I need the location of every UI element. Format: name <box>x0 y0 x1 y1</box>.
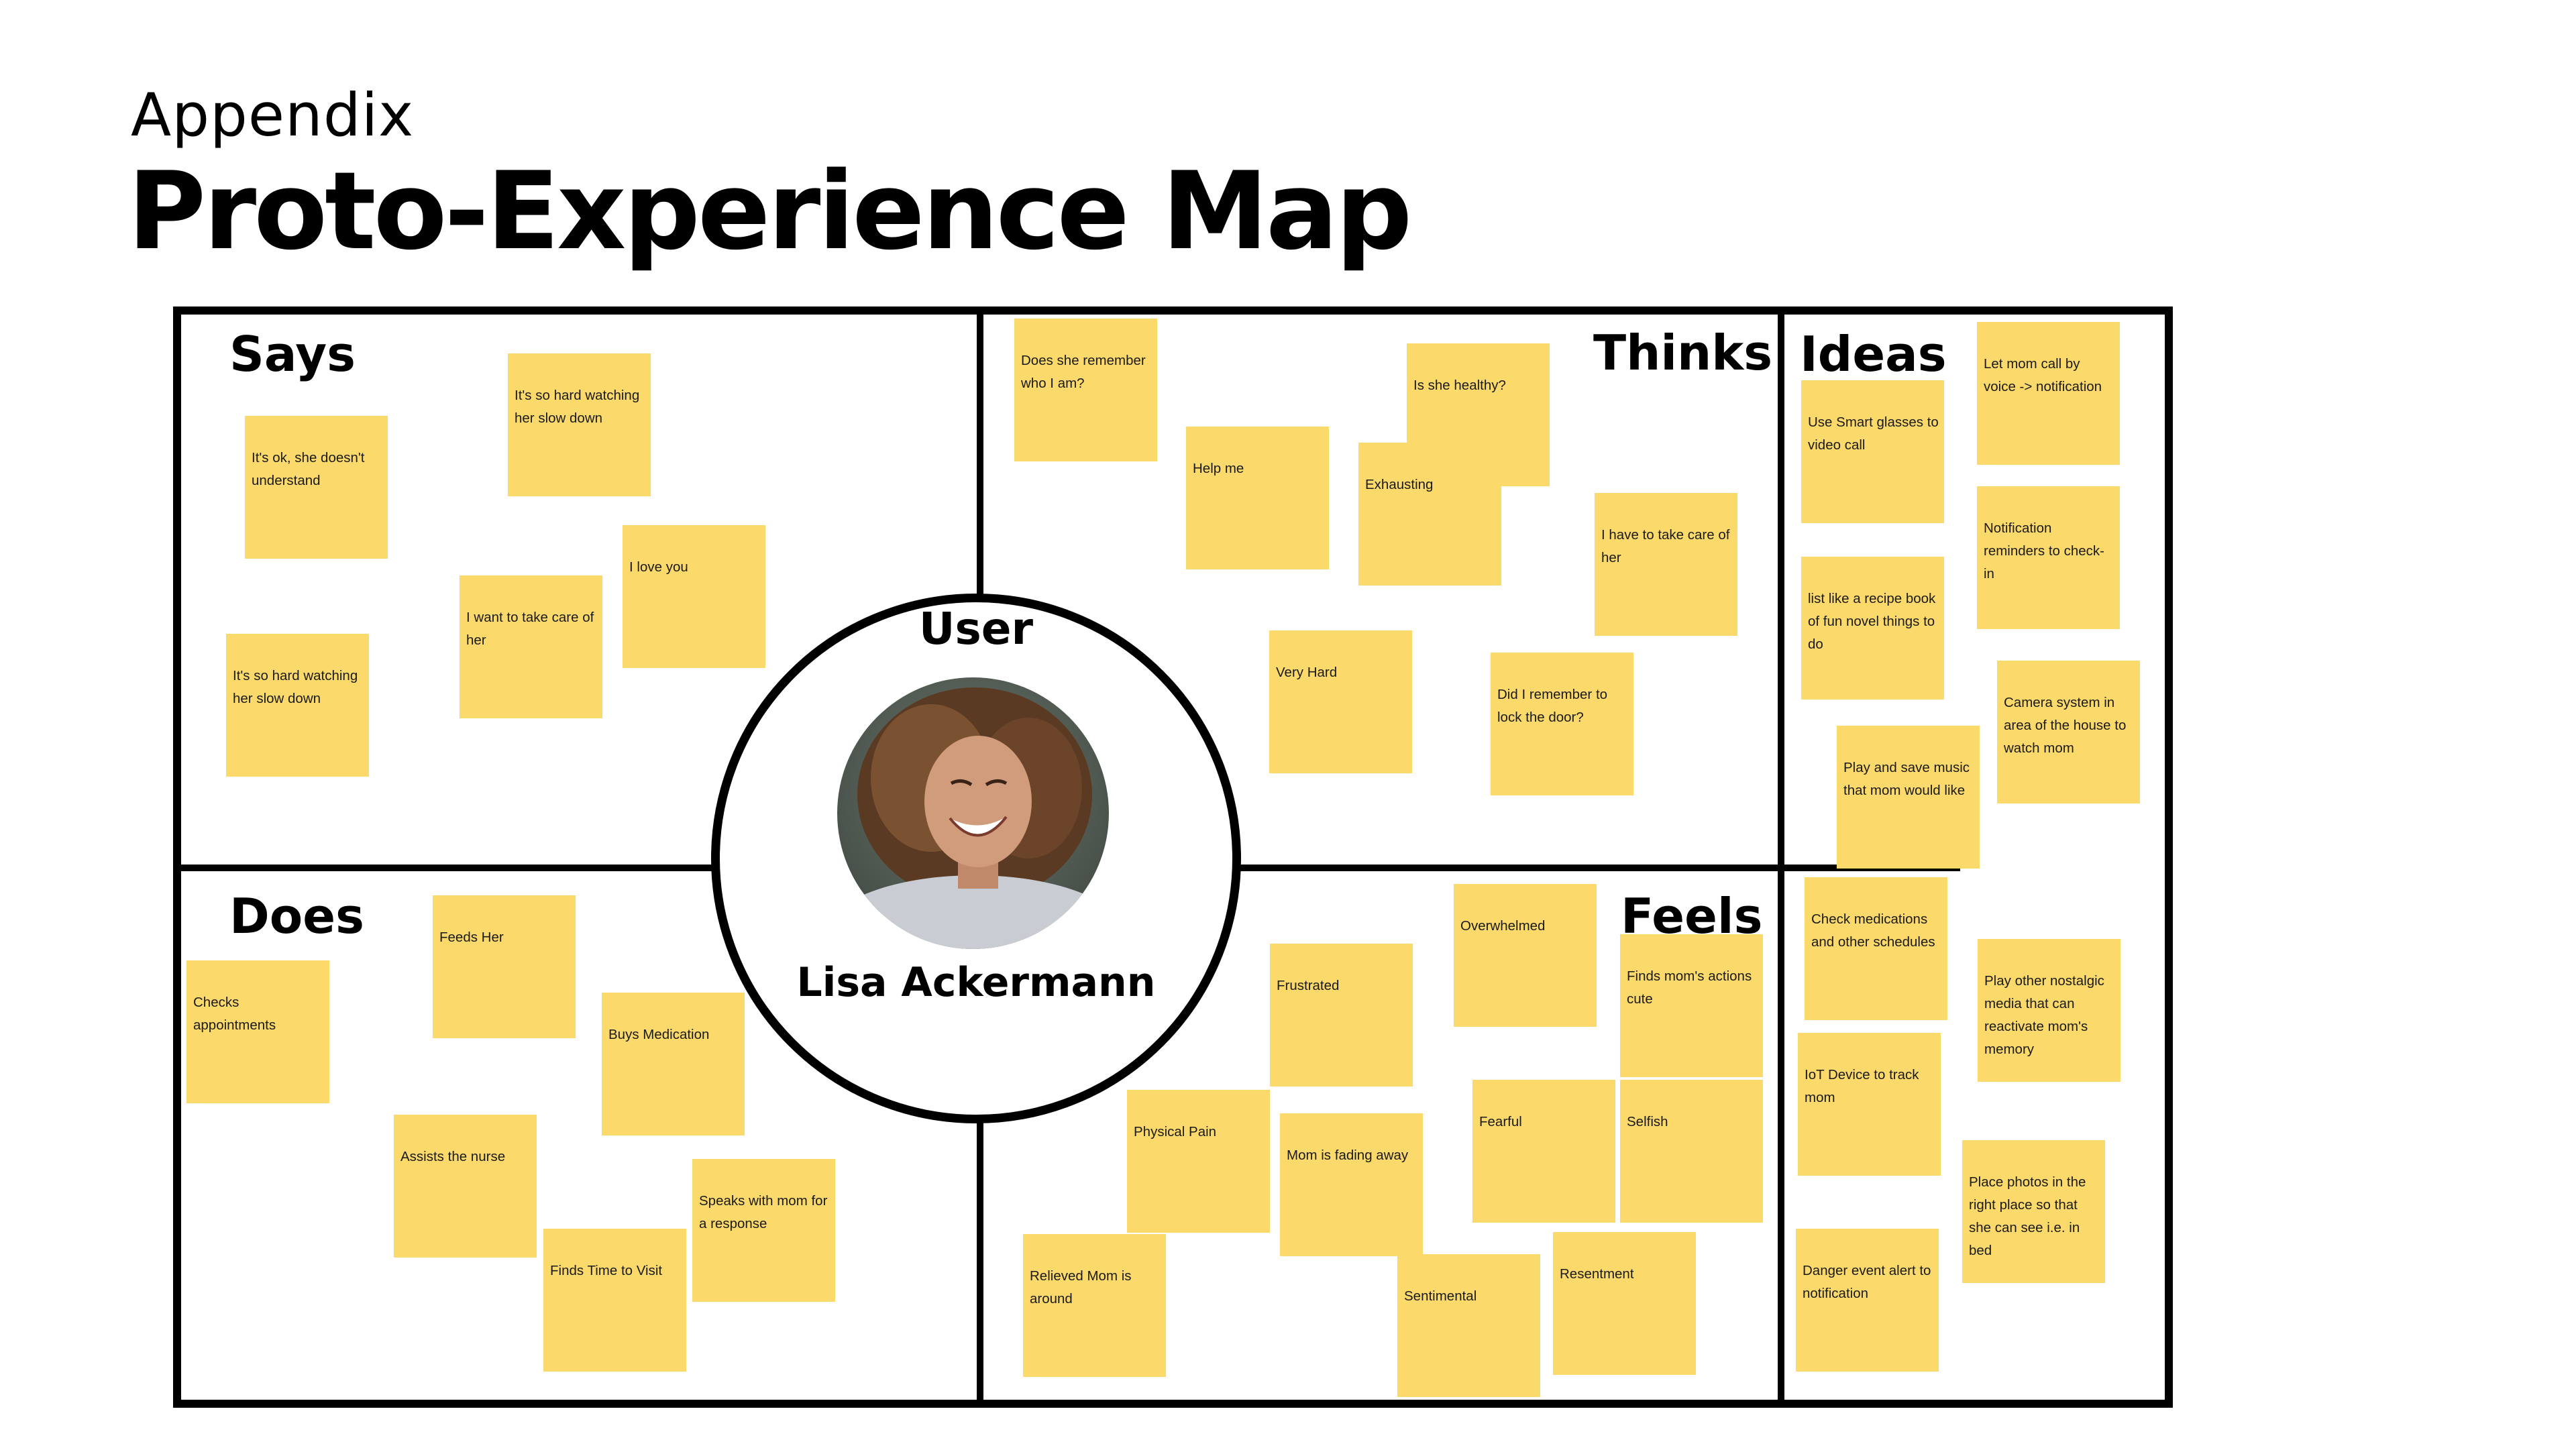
sticky-note-does: Assists the nurse <box>394 1115 537 1258</box>
sticky-note-feels: Overwhelmed <box>1454 884 1597 1027</box>
sticky-note-ideas: Notification reminders to check-in <box>1977 486 2120 629</box>
sticky-note-feels: Selfish <box>1620 1080 1763 1223</box>
sticky-note-does: Finds Time to Visit <box>543 1229 686 1372</box>
section-title-does: Does <box>229 888 364 944</box>
section-title-says: Says <box>229 326 356 382</box>
sticky-note-feels: Frustrated <box>1270 944 1413 1087</box>
sticky-note-ideas: Play and save music that mom would like <box>1837 726 1980 869</box>
sticky-note-thinks: Very Hard <box>1269 630 1412 773</box>
sticky-note-thinks: I have to take care of her <box>1595 493 1737 636</box>
sticky-note-does: Speaks with mom for a response <box>692 1159 835 1302</box>
sticky-note-ideas: list like a recipe book of fun novel thi… <box>1801 557 1944 700</box>
user-avatar <box>837 677 1109 949</box>
page-title: Proto-Experience Map <box>127 148 1412 274</box>
sticky-note-does: Buys Medication <box>602 993 745 1135</box>
sticky-note-says: It's ok, she doesn't understand <box>245 416 388 559</box>
sticky-note-says: It's so hard watching her slow down <box>508 353 651 496</box>
sticky-note-says: I love you <box>623 525 765 668</box>
section-title-feels: Feels <box>1621 888 1763 944</box>
sticky-note-thinks: Did I remember to lock the door? <box>1491 653 1633 795</box>
sticky-note-feels: Sentimental <box>1397 1254 1540 1397</box>
sticky-note-feels: Relieved Mom is around <box>1023 1234 1166 1377</box>
sticky-note-ideas: Camera system in area of the house to wa… <box>1997 661 2140 803</box>
sticky-note-does: Feeds Her <box>433 895 576 1038</box>
sticky-note-feels: Fearful <box>1472 1080 1615 1223</box>
sticky-note-ideas: Let mom call by voice -> notification <box>1977 322 2120 465</box>
sticky-note-feels: Finds mom's actions cute <box>1620 934 1763 1077</box>
sticky-note-feels: Resentment <box>1553 1232 1696 1375</box>
user-label: User <box>918 603 1034 655</box>
experience-map-frame <box>173 307 2173 1408</box>
sticky-note-does: Checks appointments <box>186 960 329 1103</box>
sticky-note-ideas: Place photos in the right place so that … <box>1962 1140 2105 1283</box>
section-title-thinks: Thinks <box>1593 325 1773 381</box>
page-subtitle: Appendix <box>131 80 415 150</box>
sticky-note-says: It's so hard watching her slow down <box>226 634 369 777</box>
sticky-note-feels: Mom is fading away <box>1280 1113 1423 1256</box>
sticky-note-thinks: Exhausting <box>1358 443 1501 586</box>
section-title-ideas: Ideas <box>1800 326 1947 382</box>
sticky-note-ideas: Use Smart glasses to video call <box>1801 380 1944 523</box>
sticky-note-says: I want to take care of her <box>460 575 602 718</box>
sticky-note-thinks: Does she remember who I am? <box>1014 319 1157 461</box>
user-name: Lisa Ackermann <box>796 959 1156 1006</box>
sticky-note-feels: Physical Pain <box>1127 1090 1270 1233</box>
divider-thinks-ideas <box>1778 310 1784 1404</box>
sticky-note-ideas: Play other nostalgic media that can reac… <box>1978 939 2121 1082</box>
sticky-note-ideas: Danger event alert to notification <box>1796 1229 1939 1372</box>
sticky-note-thinks: Help me <box>1186 427 1329 569</box>
sticky-note-ideas: IoT Device to track mom <box>1798 1033 1941 1176</box>
avatar-photo-placeholder <box>837 677 1109 949</box>
sticky-note-ideas: Check medications and other schedules <box>1805 877 1947 1020</box>
